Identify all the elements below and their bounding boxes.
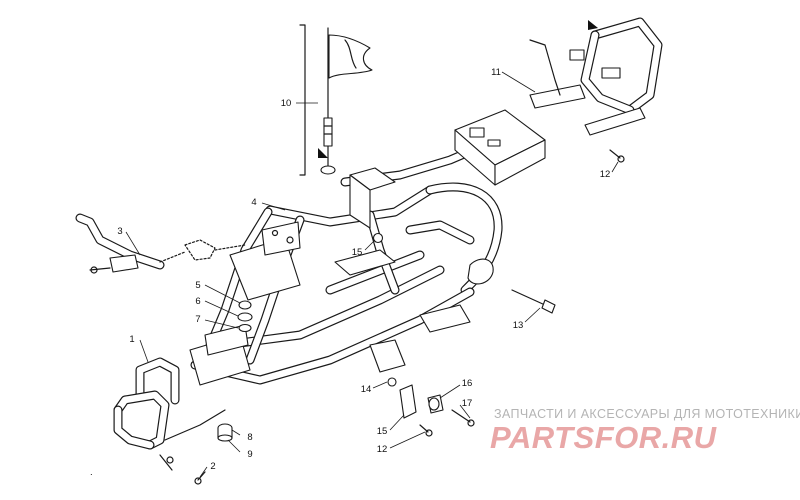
callout-1: 1 bbox=[129, 334, 134, 345]
callout-12b: 12 bbox=[377, 444, 388, 455]
watermark-caption: ЗАПЧАСТИ И АКСЕССУАРЫ ДЛЯ МОТОТЕХНИКИ bbox=[494, 407, 800, 421]
callout-13: 13 bbox=[513, 320, 524, 331]
callout-16: 16 bbox=[462, 378, 473, 389]
flag-pointer-icon bbox=[318, 148, 328, 158]
callout-14: 14 bbox=[361, 384, 372, 395]
stray-dot: . bbox=[90, 467, 93, 478]
callout-9: 9 bbox=[247, 449, 252, 460]
callout-17: 17 bbox=[462, 398, 473, 409]
watermark-logo: PARTSFOR.RU bbox=[490, 420, 718, 455]
callout-5: 5 bbox=[195, 280, 200, 291]
hardware bbox=[194, 149, 625, 485]
leader-lines bbox=[125, 71, 619, 478]
front-bracket bbox=[75, 213, 165, 274]
main-frame bbox=[189, 109, 546, 386]
watermark: ЗАПЧАСТИ И АКСЕССУАРЫ ДЛЯ МОТОТЕХНИКИ PA… bbox=[490, 407, 800, 455]
callout-7: 7 bbox=[195, 314, 200, 325]
rear-rack bbox=[529, 17, 663, 136]
callout-4: 4 bbox=[251, 197, 256, 208]
callouts: 10 11 12 4 3 15 5 6 7 13 1 16 14 17 15 8… bbox=[117, 67, 610, 472]
callout-15b: 15 bbox=[377, 426, 388, 437]
callout-11: 11 bbox=[491, 67, 501, 78]
front-bumper bbox=[113, 357, 226, 471]
engine-outline bbox=[159, 239, 246, 263]
rack-pointer-icon bbox=[588, 20, 598, 30]
flag-inset bbox=[299, 24, 373, 176]
callout-10: 10 bbox=[281, 98, 292, 109]
callout-15: 15 bbox=[352, 247, 363, 258]
callout-12: 12 bbox=[600, 169, 611, 180]
callout-3: 3 bbox=[117, 226, 122, 237]
callout-2: 2 bbox=[210, 461, 215, 472]
callout-8: 8 bbox=[247, 432, 252, 443]
callout-6: 6 bbox=[195, 296, 200, 307]
